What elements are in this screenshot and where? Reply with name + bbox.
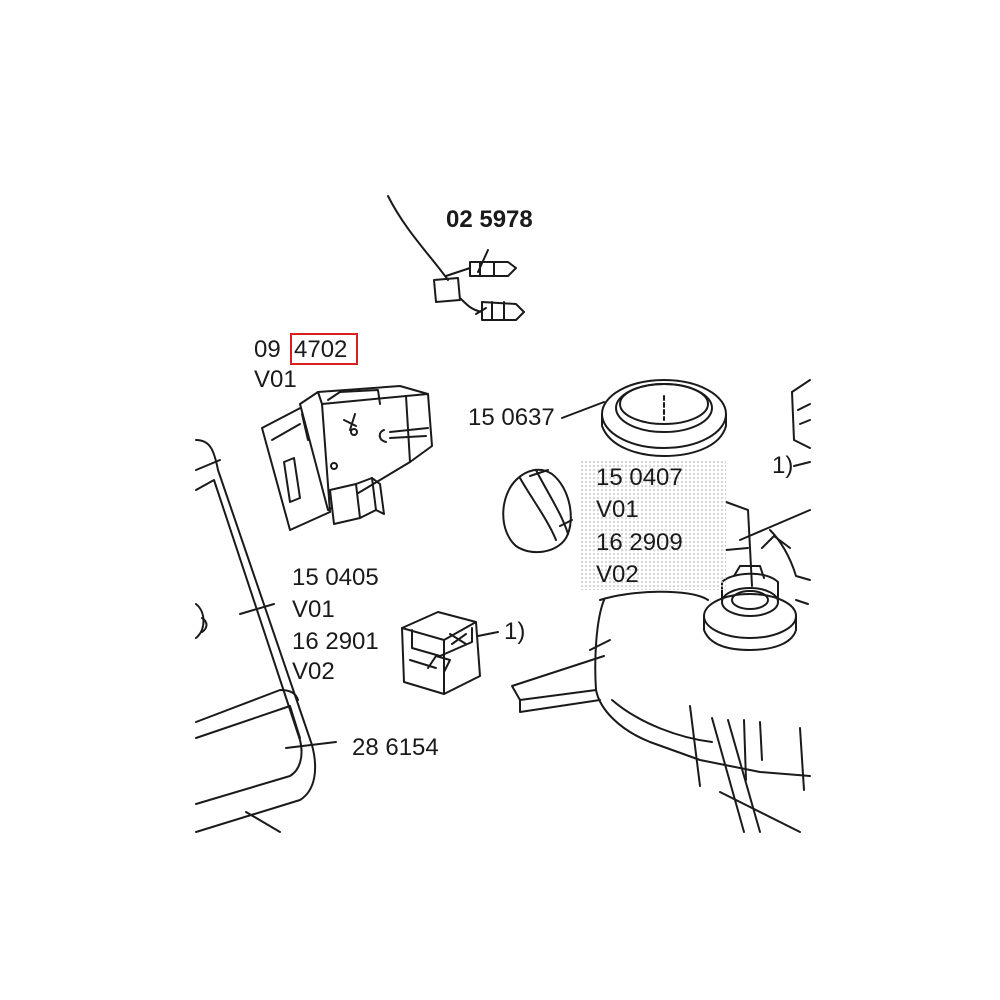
- panel-version-a: V01: [292, 596, 335, 623]
- right-edge-parts-drawing: [739, 379, 811, 605]
- timer-unit-drawing: [261, 385, 433, 531]
- timer-version: V01: [254, 366, 297, 393]
- note-right-label: 1): [772, 452, 794, 479]
- highlight-box: [290, 333, 358, 365]
- knob-part-b: 16 2909: [596, 529, 683, 556]
- ring-seal-part-number: 15 0637: [468, 404, 555, 431]
- main-housing-drawing: [511, 590, 811, 833]
- leader-lines: [239, 401, 811, 749]
- knob-part-a: 15 0407: [596, 464, 683, 491]
- timer-part-highlighted: 4702: [294, 336, 348, 363]
- timer-part-prefix: 09: [254, 336, 281, 363]
- knob-version-b: V02: [596, 561, 639, 588]
- knob-drawing: [502, 468, 573, 554]
- callout-dotted-panel: [580, 460, 726, 590]
- coupling-drawing: [703, 565, 797, 651]
- knob-version-a: V01: [596, 496, 639, 523]
- panel-part-b: 16 2901: [292, 628, 379, 655]
- wire-harness-drawing: [387, 195, 525, 321]
- switch-block-drawing: [401, 611, 481, 695]
- panel-version-b: V02: [292, 658, 335, 685]
- lid-part-number: 28 6154: [352, 734, 439, 761]
- switch-note-label: 1): [504, 618, 526, 645]
- panel-part-a: 15 0405: [292, 564, 379, 591]
- ring-seal-drawing: [601, 379, 727, 457]
- wire-harness-part-number: 02 5978: [446, 206, 533, 233]
